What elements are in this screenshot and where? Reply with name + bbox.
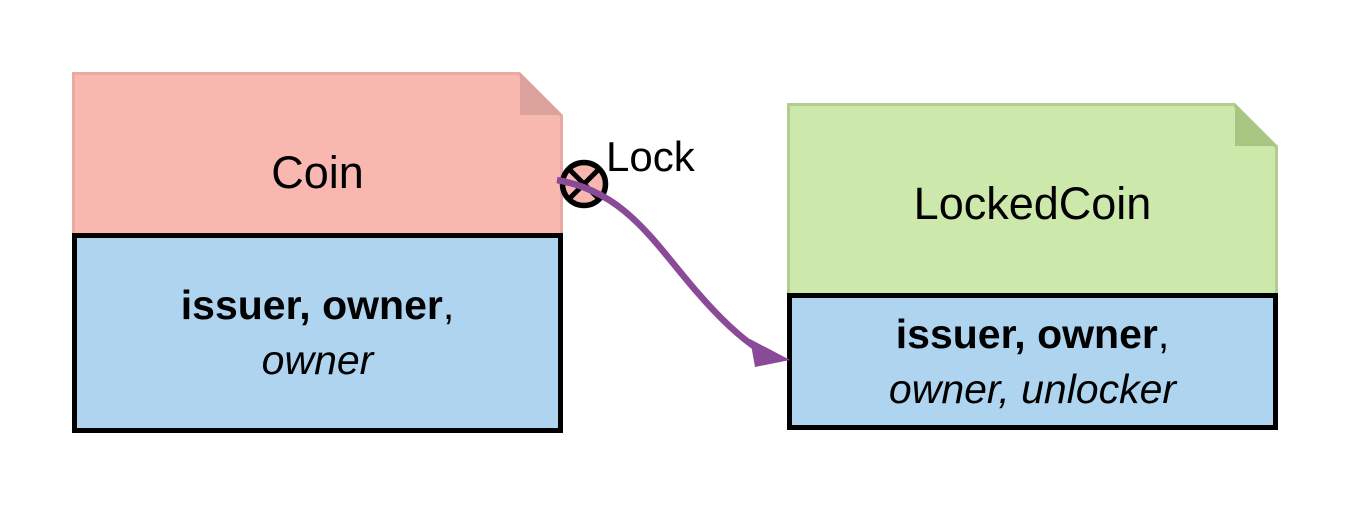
lockedcoin-fields-box: issuer, owner, owner, unlocker — [787, 293, 1278, 430]
lock-arrow-label: Lock — [606, 133, 695, 180]
coin-note-header: Coin — [72, 72, 563, 233]
coin-fields-line-1: issuer, owner, — [181, 278, 454, 333]
coin-fields-box: issuer, owner, owner — [72, 233, 563, 433]
lockedcoin-title: LockedCoin — [913, 178, 1152, 229]
coin-fields-bold: issuer, owner — [180, 282, 443, 328]
coin-fields-line-2: owner — [261, 337, 374, 383]
lockedcoin-fields-line-1: issuer, owner, — [896, 307, 1169, 362]
lockedcoin-note-fill — [790, 106, 1275, 293]
coin-title: Coin — [271, 147, 364, 198]
coin-fields-suffix: , — [442, 282, 455, 328]
lockedcoin-fields-suffix: , — [1157, 310, 1170, 357]
lockedcoin-fields-line-2: owner, unlocker — [888, 365, 1177, 412]
lockedcoin-note-header: LockedCoin — [787, 103, 1278, 293]
circled-x-icon — [559, 159, 609, 209]
lock-arrow — [556, 176, 790, 367]
coin-note-fill — [75, 75, 560, 233]
lockedcoin-fields-bold: issuer, owner — [895, 310, 1158, 357]
